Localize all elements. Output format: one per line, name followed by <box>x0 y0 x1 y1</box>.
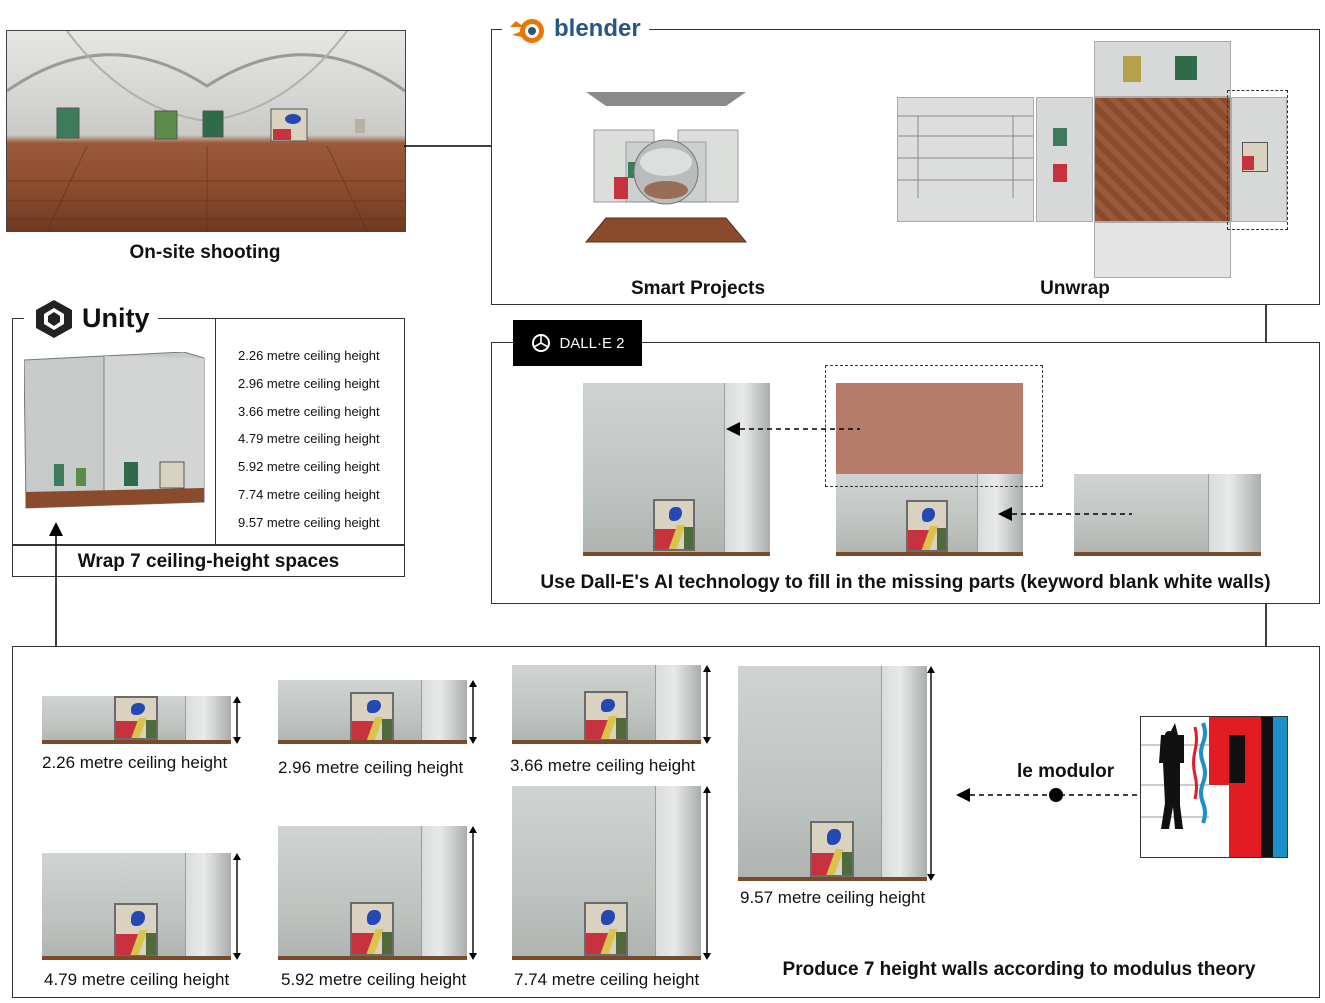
unity-height-list: 2.26 metre ceiling height 2.96 metre cei… <box>238 342 380 537</box>
dalle-output-wall <box>583 383 770 556</box>
dalle-extended-wall <box>836 474 1023 556</box>
height-arrow <box>703 786 711 960</box>
unity-logo: Unity <box>24 297 158 339</box>
wall-366 <box>512 665 701 744</box>
dalle-source-wall <box>1074 474 1261 556</box>
unity-height-item: 5.92 metre ceiling height <box>238 459 380 475</box>
wall-592 <box>278 826 467 960</box>
dalle-mask-box <box>825 365 1043 487</box>
unity-caption: Wrap 7 ceiling-height spaces <box>77 551 340 572</box>
height-arrow <box>469 826 477 960</box>
smart-projects-caption: Smart Projects <box>630 278 766 299</box>
wall-label: 3.66 metre ceiling height <box>510 756 696 775</box>
dalle-logo: DALL·E 2 <box>513 320 642 366</box>
dalle-caption: Use Dall-E's AI technology to fill in th… <box>540 572 1271 593</box>
unwrap-highlight-box <box>1227 90 1288 230</box>
height-arrow <box>703 665 711 744</box>
wall-label: 7.74 metre ceiling height <box>514 970 700 989</box>
unity-logo-text: Unity <box>82 302 150 333</box>
wall-label: 2.26 metre ceiling height <box>42 753 228 772</box>
blender-icon <box>510 19 544 43</box>
shooting-caption: On-site shooting <box>129 242 281 263</box>
dalle-logo-text: DALL·E 2 <box>559 334 625 352</box>
modulor-image <box>1140 716 1288 858</box>
unity-icon <box>36 300 72 338</box>
unity-divider <box>215 319 216 544</box>
wall-label: 2.96 metre ceiling height <box>278 758 464 777</box>
wall-label: 4.79 metre ceiling height <box>44 970 230 989</box>
height-arrow <box>927 666 935 881</box>
blender-logo-text: blender <box>554 15 641 42</box>
panorama-image <box>6 30 406 232</box>
unity-height-item: 2.26 metre ceiling height <box>238 348 380 363</box>
wall-957 <box>738 666 927 881</box>
wall-774 <box>512 786 701 960</box>
wall-296 <box>278 680 467 744</box>
unity-height-item: 4.79 metre ceiling height <box>238 431 380 447</box>
unity-height-item: 3.66 metre ceiling height <box>238 403 380 419</box>
unity-room-image <box>23 351 210 510</box>
openai-icon <box>532 334 551 352</box>
unity-height-item: 7.74 metre ceiling height <box>238 486 380 502</box>
unwrap-caption: Unwrap <box>1040 278 1110 299</box>
wall-479 <box>42 853 231 960</box>
dalle-arrow-to-extended <box>998 507 1132 521</box>
wall-label: 9.57 metre ceiling height <box>740 888 926 907</box>
unity-height-item: 9.57 metre ceiling height <box>238 514 380 530</box>
smart-projects-image <box>566 82 766 268</box>
dalle-fill-region <box>836 383 1023 474</box>
walls-caption: Produce 7 height walls according to modu… <box>782 959 1256 980</box>
arrow-to-unity <box>49 522 63 648</box>
wall-label: 5.92 metre ceiling height <box>281 970 467 989</box>
wall-226 <box>42 696 231 744</box>
unity-caption-divider <box>12 544 405 546</box>
modulor-label: le modulor <box>1017 761 1115 782</box>
unwrap-image <box>897 41 1292 278</box>
dalle-arrow-to-output <box>726 422 860 436</box>
height-arrow <box>233 696 241 744</box>
blender-logo: blender <box>502 8 649 50</box>
height-arrow <box>469 680 477 744</box>
height-arrow <box>233 853 241 960</box>
modulor-arrow <box>956 788 1140 802</box>
unity-height-item: 2.96 metre ceiling height <box>238 375 380 391</box>
